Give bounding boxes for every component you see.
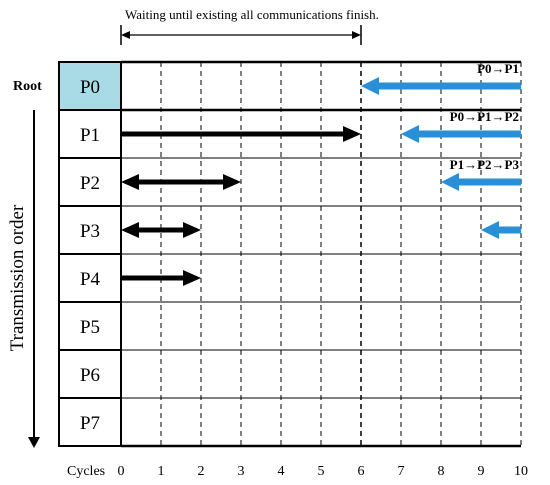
- blue-communication-arrow: P1→P2→P3: [441, 157, 521, 191]
- root-label: Root: [13, 79, 42, 94]
- process-label: P5: [80, 317, 100, 338]
- cycle-tick-label: 2: [198, 464, 205, 479]
- cycles-axis-ticks: 0 1 2 3 4 5 6 7 8 9 10: [118, 464, 529, 479]
- process-label: P0: [80, 77, 100, 98]
- cycle-tick-label: 7: [398, 464, 405, 479]
- process-cell: [58, 301, 122, 351]
- process-label: P6: [80, 365, 100, 386]
- process-label: P7: [80, 413, 100, 434]
- communication-label: P0→P1→P2: [450, 109, 519, 124]
- communication-label: P0→P1: [477, 61, 519, 76]
- wait-interval-arrow: [120, 25, 362, 45]
- process-cell: [58, 349, 122, 399]
- communication-label: P1→P2→P3: [450, 157, 520, 172]
- cycle-tick-label: 6: [358, 464, 365, 479]
- process-cell: [58, 61, 122, 111]
- blue-communication-arrow: P0→P1: [361, 61, 521, 95]
- annotation-text: Waiting until existing all communication…: [125, 7, 379, 22]
- double-black-arrow: [121, 222, 201, 238]
- double-black-arrow: [121, 174, 241, 190]
- cycle-tick-label: 8: [438, 464, 445, 479]
- cycle-tick-label: 9: [478, 464, 485, 479]
- cycle-tick-label: 10: [514, 464, 528, 479]
- process-label: P1: [80, 125, 100, 146]
- timeline-grid: [121, 60, 522, 448]
- blue-communication-arrow: P0→P1→P2: [401, 109, 521, 143]
- process-cell: [58, 205, 122, 255]
- process-cell: [58, 157, 122, 207]
- process-cell: [58, 397, 122, 447]
- cycle-tick-label: 4: [278, 464, 285, 479]
- cycle-tick-label: 1: [158, 464, 165, 479]
- transmission-order-label: Transmission order: [7, 204, 28, 351]
- process-label: P2: [80, 173, 100, 194]
- black-arrow: [121, 126, 361, 142]
- computation-arrows: [121, 126, 361, 286]
- cycle-tick-label: 3: [238, 464, 245, 479]
- cycle-tick-label: 5: [318, 464, 325, 479]
- process-label: P3: [80, 221, 100, 242]
- black-arrow: [121, 270, 201, 286]
- cycles-axis-label: Cycles: [67, 464, 105, 479]
- transmission-order-arrow: [28, 110, 40, 448]
- process-cell: [58, 109, 122, 159]
- cycle-tick-label: 0: [118, 464, 125, 479]
- blue-communication-arrow: [481, 221, 521, 239]
- process-label: P4: [80, 269, 101, 290]
